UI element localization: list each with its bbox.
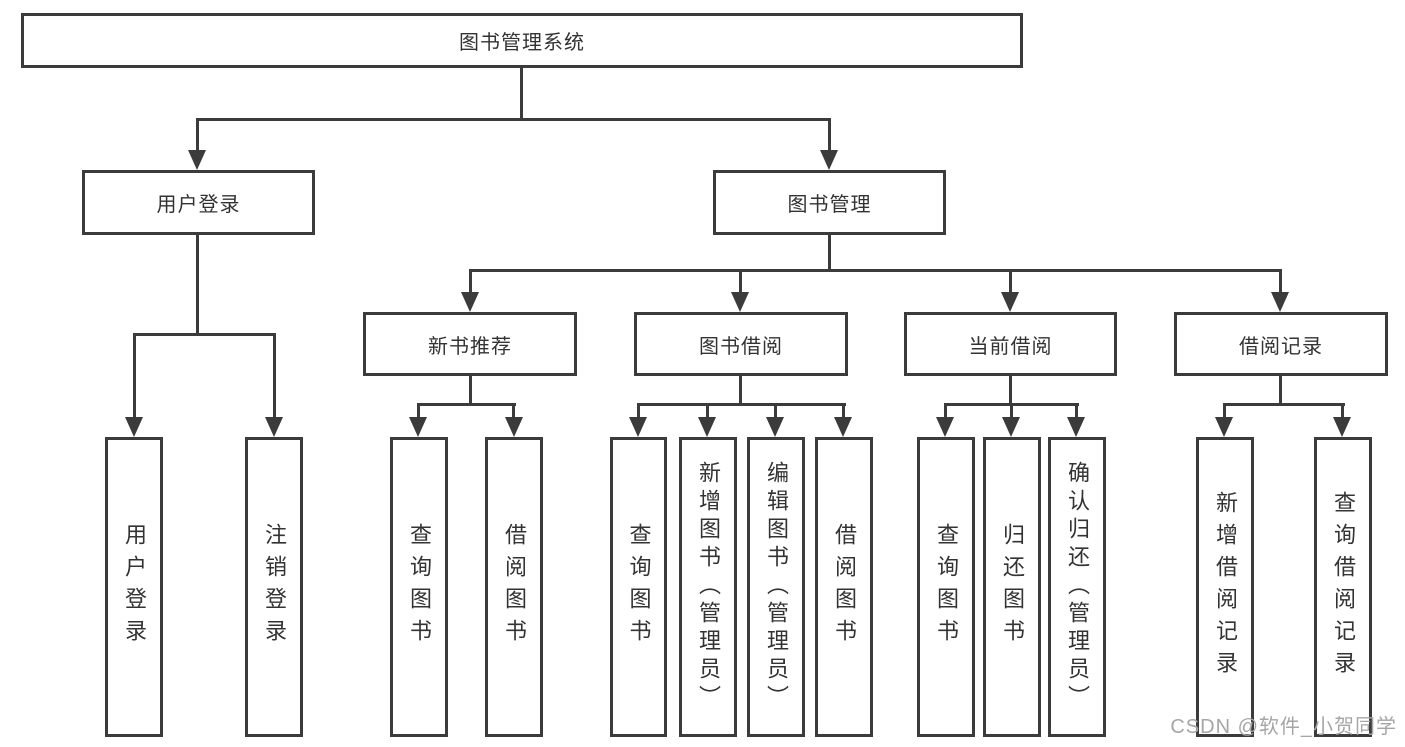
leaf-borrow-books-recommend: 借阅图书 <box>485 437 543 737</box>
leaf-add-borrow-record: 新增借阅记录 <box>1196 437 1254 737</box>
connector-line <box>133 333 136 421</box>
connector-line <box>842 403 845 423</box>
connector-line <box>828 118 831 154</box>
connector-line <box>196 235 199 336</box>
connector-line <box>1010 403 1013 423</box>
arrow-down-icon <box>834 417 852 437</box>
connector-line <box>739 376 742 405</box>
node-label: 图书管理 <box>787 194 872 216</box>
leaf-edit-books-admin: 编辑图书（管理员） <box>747 437 805 737</box>
node-book-borrowing: 图书借阅 <box>634 312 848 376</box>
connector-line <box>706 403 709 423</box>
connector-line <box>1279 269 1282 297</box>
leaf-logout: 注销登录 <box>245 437 303 737</box>
connector-line <box>828 235 831 272</box>
leaf-query-borrow-record: 查询借阅记录 <box>1314 437 1372 737</box>
node-label: 查询借阅记录 <box>1331 491 1356 683</box>
connector-line <box>944 403 947 423</box>
node-label: 注销登录 <box>262 523 287 651</box>
connector-line <box>1009 376 1012 405</box>
arrow-down-icon <box>731 292 749 312</box>
connector-line <box>637 403 846 406</box>
node-label: 新增图书（管理员） <box>696 461 721 713</box>
arrow-down-icon <box>409 417 427 437</box>
node-label: 新书推荐 <box>428 335 512 358</box>
arrow-down-icon <box>1001 292 1019 312</box>
connector-line <box>739 269 742 297</box>
node-label: 查询图书 <box>934 523 959 651</box>
leaf-return-books: 归还图书 <box>983 437 1041 737</box>
node-label: 归还图书 <box>1000 523 1025 651</box>
connector-line <box>197 118 831 121</box>
connector-line <box>196 118 199 154</box>
csdn-watermark: CSDN @软件_小贺同学 <box>1170 716 1397 738</box>
connector-line <box>1075 403 1078 423</box>
leaf-confirm-return-admin: 确认归还（管理员） <box>1048 437 1106 737</box>
node-label: 借阅记录 <box>1239 335 1323 358</box>
arrow-down-icon <box>461 292 479 312</box>
connector-line <box>512 403 515 423</box>
node-new-book-recommendation: 新书推荐 <box>363 312 577 376</box>
leaf-query-books-borrow: 查询图书 <box>610 437 667 737</box>
arrow-down-icon <box>1002 417 1020 437</box>
arrow-down-icon <box>820 150 838 170</box>
node-library-management-system: 图书管理系统 <box>21 13 1023 68</box>
node-borrowing-records: 借阅记录 <box>1174 312 1388 376</box>
leaf-borrow-books: 借阅图书 <box>815 437 873 737</box>
leaf-query-books-current: 查询图书 <box>917 437 975 737</box>
connector-line <box>417 403 420 423</box>
connector-line <box>469 269 1282 272</box>
connector-line <box>637 403 640 423</box>
arrow-down-icon <box>766 417 784 437</box>
node-user-login: 用户登录 <box>82 170 315 235</box>
arrow-down-icon <box>1333 417 1351 437</box>
arrow-down-icon <box>265 417 283 437</box>
node-label: 图书管理系统 <box>459 32 585 54</box>
connector-line <box>1009 269 1012 297</box>
connector-line <box>1223 403 1226 423</box>
node-current-borrowing: 当前借阅 <box>904 312 1117 376</box>
connector-line <box>417 403 516 406</box>
node-label: 查询图书 <box>626 523 652 651</box>
connector-line <box>1223 403 1345 406</box>
connector-line <box>1279 376 1282 405</box>
arrow-down-icon <box>505 417 523 437</box>
node-book-management: 图书管理 <box>713 170 946 235</box>
arrow-down-icon <box>698 417 716 437</box>
node-label: 图书借阅 <box>699 335 783 358</box>
node-label: 查询图书 <box>407 523 432 651</box>
leaf-query-books-recommend: 查询图书 <box>390 437 448 737</box>
arrow-down-icon <box>1271 292 1289 312</box>
arrow-down-icon <box>629 417 647 437</box>
arrow-down-icon <box>188 150 206 170</box>
connector-line <box>1341 403 1344 423</box>
leaf-user-login: 用户登录 <box>105 437 163 737</box>
connector-line <box>469 269 472 297</box>
arrow-down-icon <box>1215 417 1233 437</box>
node-label: 当前借阅 <box>968 335 1053 358</box>
node-label: 确认归还（管理员） <box>1065 461 1090 713</box>
connector-line <box>133 333 276 336</box>
arrow-down-icon <box>125 417 143 437</box>
leaf-add-books-admin: 新增图书（管理员） <box>679 437 737 737</box>
node-label: 用户登录 <box>156 194 241 216</box>
connector-line <box>774 403 777 423</box>
node-label: 编辑图书（管理员） <box>764 461 789 713</box>
arrow-down-icon <box>936 417 954 437</box>
node-label: 借阅图书 <box>502 523 527 651</box>
node-label: 新增借阅记录 <box>1213 491 1238 683</box>
connector-line <box>469 376 472 405</box>
connector-line <box>273 333 276 421</box>
connector-line <box>520 68 523 121</box>
arrow-down-icon <box>1067 417 1085 437</box>
node-label: 借阅图书 <box>832 523 857 651</box>
node-label: 用户登录 <box>122 523 147 651</box>
